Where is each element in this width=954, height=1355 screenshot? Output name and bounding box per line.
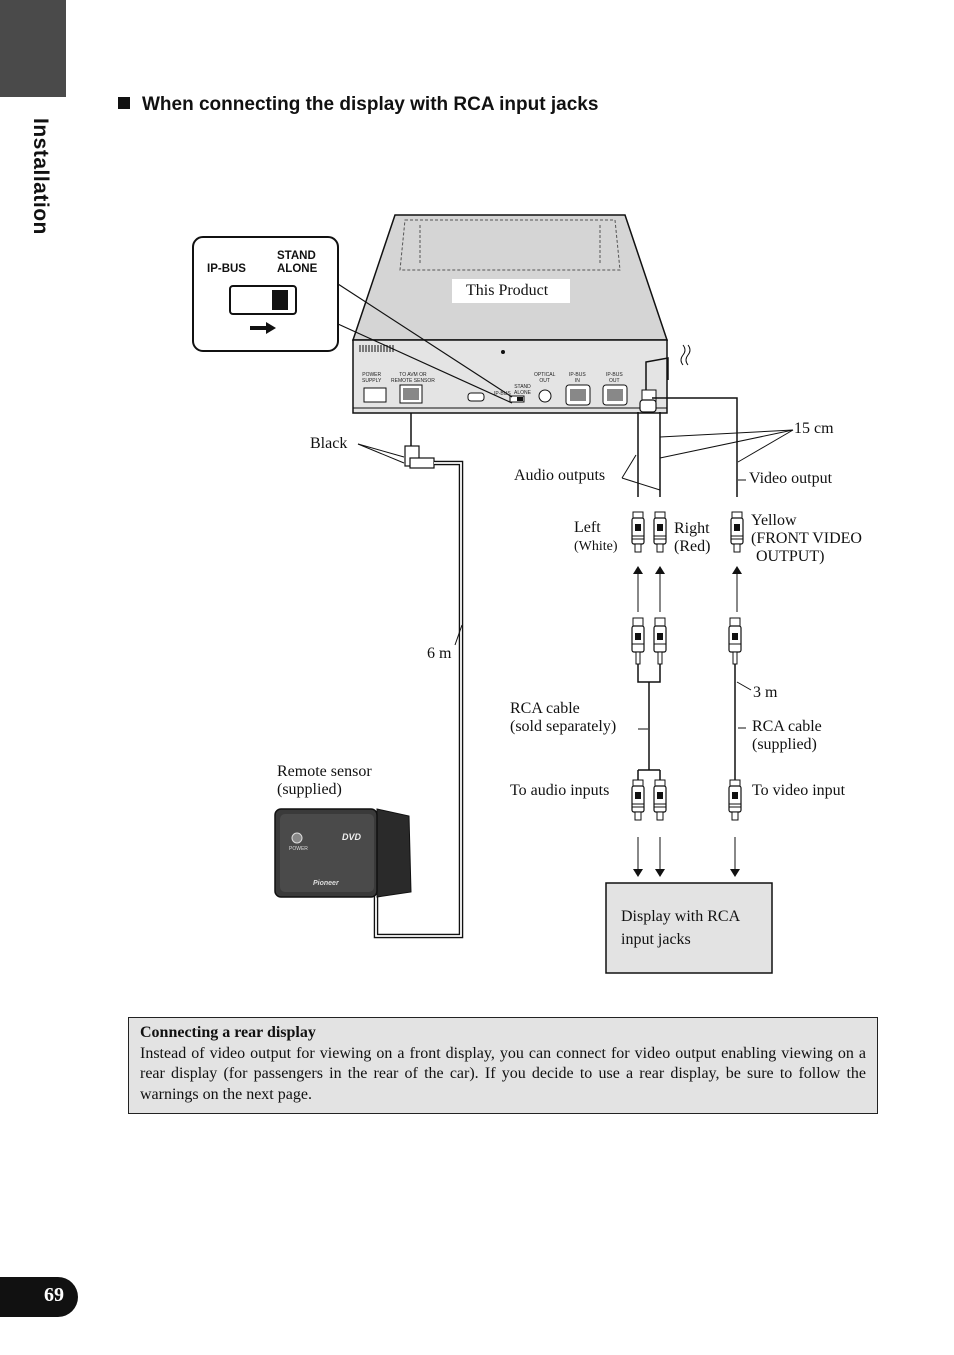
red-label: (Red) bbox=[674, 538, 711, 555]
display-box bbox=[605, 882, 773, 974]
right-label: Right bbox=[674, 520, 710, 537]
page-number: 69 bbox=[0, 1277, 78, 1317]
note-body: Instead of video output for viewing on a… bbox=[140, 1044, 866, 1103]
downward-arrows bbox=[633, 837, 740, 877]
square-bullet-icon bbox=[118, 97, 130, 109]
rca-cable-set bbox=[631, 617, 752, 821]
white-label: (White) bbox=[574, 539, 618, 554]
alone-label: ALONE bbox=[277, 263, 318, 275]
product-label: This Product bbox=[452, 279, 570, 303]
switch-callout bbox=[192, 236, 513, 404]
to-audio-inputs-label: To audio inputs bbox=[510, 782, 610, 799]
port-ipbus-small-label: IP-BUS bbox=[494, 391, 511, 397]
dvd-logo: DVD bbox=[342, 832, 362, 842]
left-label: Left bbox=[574, 519, 601, 536]
chapter-tab bbox=[0, 0, 66, 97]
remote-sensor bbox=[274, 808, 412, 898]
rca-cable-supplied-label: RCA cable bbox=[752, 718, 822, 735]
display-label-line1: Display with RCA bbox=[621, 908, 741, 925]
front-video-label: (FRONT VIDEO bbox=[751, 530, 862, 547]
rca-output-cables bbox=[621, 344, 794, 497]
sensor-power-label: POWER bbox=[289, 846, 308, 852]
pioneer-logo: Pioneer bbox=[313, 880, 339, 887]
length-6m-label: 6 m bbox=[427, 645, 452, 662]
length-3m-label: 3 m bbox=[753, 684, 778, 701]
sensor-supplied-label: (supplied) bbox=[277, 781, 342, 798]
yellow-label: Yellow bbox=[751, 512, 797, 529]
rear-display-note: Connecting a rear display Instead of vid… bbox=[128, 1017, 878, 1114]
to-video-input-label: To video input bbox=[752, 782, 846, 799]
ip-bus-label: IP-BUS bbox=[207, 263, 246, 275]
sold-separately-label: (sold separately) bbox=[510, 718, 617, 735]
note-title: Connecting a rear display bbox=[140, 1024, 316, 1041]
rca-cable-label: RCA cable bbox=[510, 700, 580, 717]
display-label-line2: input jacks bbox=[621, 931, 691, 948]
black-label: Black bbox=[310, 435, 348, 452]
remote-sensor-label: Remote sensor bbox=[277, 763, 372, 780]
head-unit bbox=[351, 214, 669, 414]
audio-outputs-label: Audio outputs bbox=[514, 467, 606, 484]
output-label: OUTPUT) bbox=[756, 548, 825, 565]
video-output-label: Video output bbox=[749, 470, 833, 487]
sensor-cable bbox=[357, 413, 464, 939]
power-supply-port bbox=[363, 387, 387, 403]
section-heading: When connecting the display with RCA inp… bbox=[118, 94, 598, 116]
optical-out-port bbox=[538, 389, 552, 403]
stand-label: STAND bbox=[277, 250, 316, 262]
cable-supplied-label: (supplied) bbox=[752, 736, 817, 753]
length-15cm-label: 15 cm bbox=[794, 420, 834, 437]
upward-arrows bbox=[633, 566, 742, 612]
